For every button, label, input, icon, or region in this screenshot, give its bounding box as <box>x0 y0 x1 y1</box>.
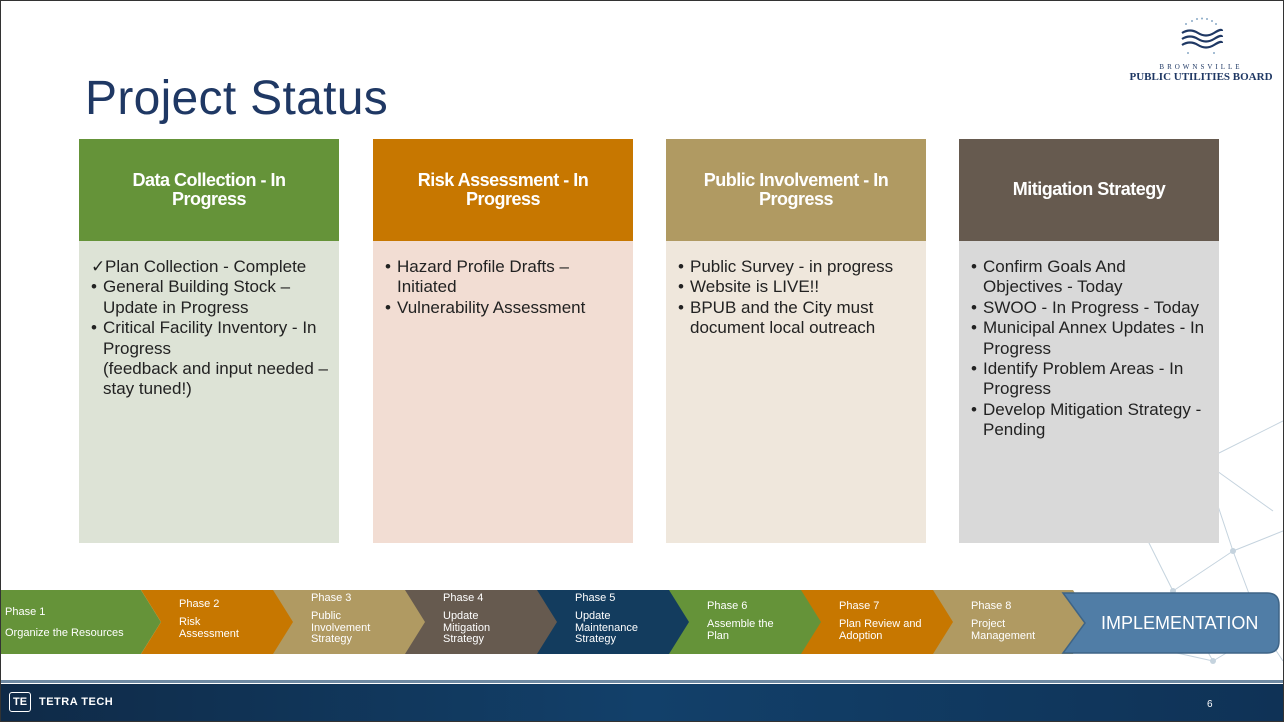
card-body: • Confirm Goals And Objectives - Today •… <box>959 241 1219 543</box>
card-header: Mitigation Strategy <box>959 139 1219 241</box>
card-data-collection: Data Collection - In Progress ✓ Plan Col… <box>79 139 339 543</box>
card-body: • Public Survey - in progress • Website … <box>666 241 926 543</box>
bullet-icon: • <box>385 257 391 276</box>
bullet-icon: • <box>971 399 977 419</box>
card-public-involvement: Public Involvement - In Progress • Publi… <box>666 139 926 543</box>
item-text: Plan Collection - Complete <box>105 257 307 276</box>
card-header: Risk Assessment - In Progress <box>373 139 633 241</box>
bullet-icon: • <box>678 277 684 297</box>
phase-number: Phase 1 <box>5 606 46 618</box>
card-header: Public Involvement - In Progress <box>666 139 926 241</box>
phase-number: Phase 5 <box>575 592 616 604</box>
item-text: Develop Mitigation Strategy - Pending <box>983 399 1202 440</box>
phase-number: Phase 8 <box>971 600 1012 612</box>
phase-name: Plan Review and Adoption <box>839 618 922 642</box>
phase-7-chevron: Phase 7 Plan Review and Adoption <box>801 590 961 654</box>
item-text: Identify Problem Areas - In Progress <box>983 358 1184 399</box>
item-text: SWOO - In Progress - Today <box>983 297 1200 317</box>
phase-name: Update Maintenance Strategy <box>575 610 638 646</box>
card-body: ✓ Plan Collection - Complete • General B… <box>79 241 339 543</box>
list-item: • BPUB and the City must document local … <box>678 298 916 339</box>
phase-1-chevron: Phase 1 Organize the Resources <box>1 590 161 654</box>
footer-divider <box>1 680 1283 683</box>
bullet-icon: • <box>91 318 97 338</box>
bullet-icon: • <box>678 257 684 276</box>
phase-name: Update Mitigation Strategy <box>443 610 491 646</box>
phase-number: Phase 4 <box>443 592 484 604</box>
phase-number: Phase 3 <box>311 592 352 604</box>
item-text: Website is LIVE!! <box>690 277 820 297</box>
tetra-tech-logo-icon: TE <box>9 692 31 712</box>
list-item: • Confirm Goals And Objectives - Today <box>971 257 1209 298</box>
item-text: Critical Facility Inventory - In Progres… <box>103 318 317 358</box>
list-item: ✓ Plan Collection - Complete <box>91 257 329 277</box>
phase-4-chevron: Phase 4 Update Mitigation Strategy <box>405 590 565 654</box>
card-risk-assessment: Risk Assessment - In Progress • Hazard P… <box>373 139 633 543</box>
implementation-label: IMPLEMENTATION <box>1101 613 1259 633</box>
list-item: • Develop Mitigation Strategy - Pending <box>971 400 1209 441</box>
phase-number: Phase 7 <box>839 600 880 612</box>
list-item: • Municipal Annex Updates - In Progress <box>971 318 1209 359</box>
phase-6-chevron: Phase 6 Assemble the Plan <box>669 590 829 654</box>
list-item: • Public Survey - in progress <box>678 257 916 277</box>
bullet-icon: • <box>971 318 977 338</box>
card-header: Data Collection - In Progress <box>79 139 339 241</box>
logo-subtitle: BROWNSVILLE <box>1159 63 1243 71</box>
item-text: BPUB and the City must document local ou… <box>690 297 876 338</box>
card-body: • Hazard Profile Drafts – Initiated • Vu… <box>373 241 633 543</box>
phase-8-chevron: Phase 8 Project Management <box>933 590 1093 654</box>
bullet-icon: • <box>678 297 684 317</box>
list-item: • SWOO - In Progress - Today <box>971 298 1209 318</box>
checkmark-icon: ✓ <box>91 257 106 276</box>
list-item: • Website is LIVE!! <box>678 277 916 297</box>
bullet-icon: • <box>971 358 977 378</box>
list-item: • Hazard Profile Drafts – Initiated <box>385 257 623 298</box>
item-text: General Building Stock – Update in Progr… <box>103 277 291 317</box>
list-item: • Vulnerability Assessment <box>385 298 623 318</box>
phase-name: Organize the Resources <box>5 627 124 639</box>
phase-3-chevron: Phase 3 Public Involvement Strategy <box>273 590 433 654</box>
item-text: Vulnerability Assessment <box>397 297 586 317</box>
phase-number: Phase 6 <box>707 600 748 612</box>
company-name: TETRA TECH <box>39 696 114 708</box>
bullet-icon: • <box>971 257 977 276</box>
bullet-icon: • <box>971 297 977 317</box>
list-item: • Critical Facility Inventory - In Progr… <box>91 318 329 359</box>
phase-2-chevron: Phase 2 Risk Assessment <box>141 590 301 654</box>
bullet-icon: • <box>91 277 97 297</box>
item-text: Municipal Annex Updates - In Progress <box>983 318 1205 358</box>
footer-bar <box>1 684 1283 721</box>
phase-name: Public Involvement Strategy <box>311 610 371 646</box>
card-note: (feedback and input needed – stay tuned!… <box>103 358 328 399</box>
page-title: Project Status <box>85 72 389 125</box>
logo-name: PUBLIC UTILITIES BOARD <box>1129 71 1273 83</box>
phase-name: Assemble the Plan <box>707 618 774 642</box>
phase-5-chevron: Phase 5 Update Maintenance Strategy <box>537 590 697 654</box>
waves-icon <box>1181 17 1224 54</box>
card-mitigation-strategy: Mitigation Strategy • Confirm Goals And … <box>959 139 1219 543</box>
list-item: • Identify Problem Areas - In Progress <box>971 359 1209 400</box>
phase-number: Phase 2 <box>179 598 220 610</box>
page-number: 6 <box>1207 699 1213 710</box>
phase-name: Project Management <box>971 618 1036 642</box>
phase-name: Risk Assessment <box>179 616 239 640</box>
bullet-icon: • <box>385 297 391 317</box>
bpub-logo: BROWNSVILLE PUBLIC UTILITIES BOARD <box>1121 15 1281 99</box>
item-text: Hazard Profile Drafts – Initiated <box>397 257 569 297</box>
implementation-chevron <box>1061 592 1280 654</box>
item-text: Confirm Goals And Objectives - Today <box>983 257 1126 297</box>
list-item: • General Building Stock – Update in Pro… <box>91 277 329 318</box>
item-text: Public Survey - in progress <box>690 257 894 276</box>
